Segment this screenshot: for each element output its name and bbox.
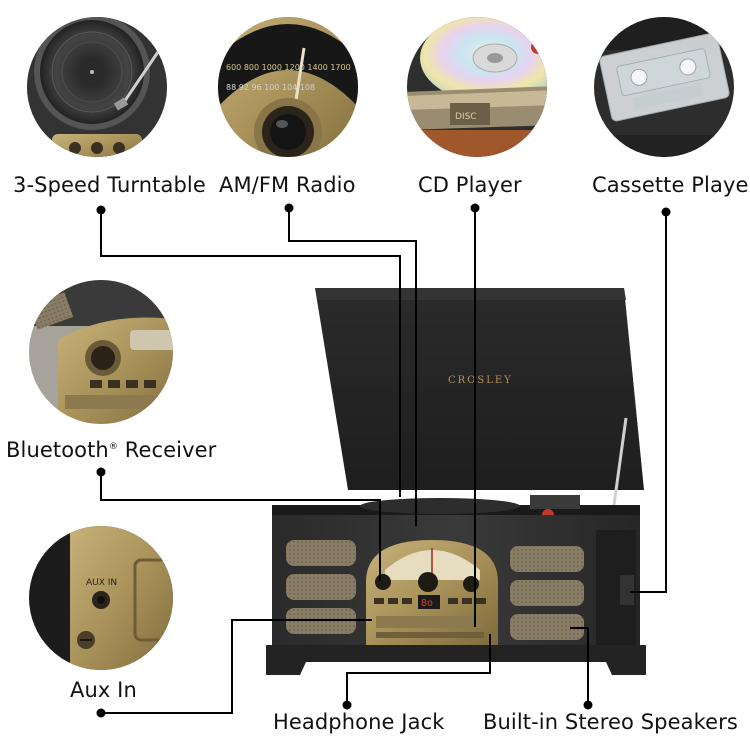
callout-lines xyxy=(100,208,667,714)
led-display: 8o xyxy=(421,598,433,609)
aux-photo: AUX IN xyxy=(29,526,173,670)
brand-logo: CROSLEY xyxy=(448,375,513,386)
radio-am-scale: 600 800 1000 1200 1400 1700 xyxy=(226,63,351,72)
cd-photo: DISC xyxy=(407,17,547,157)
label-cassette-player: Cassette Player xyxy=(592,173,750,197)
label-radio: AM/FM Radio xyxy=(219,173,356,197)
radio-fm-scale: 88 92 96 100 104 108 xyxy=(226,83,315,92)
label-cd-player: CD Player xyxy=(418,173,522,197)
label-bluetooth-name: Bluetooth xyxy=(6,438,109,462)
product-cabinet: CROSLEY 8o xyxy=(266,288,646,675)
cassette-photo xyxy=(594,17,734,157)
label-bluetooth-suffix: Receiver xyxy=(117,438,217,462)
radio-photo: 600 800 1000 1200 1400 1700 88 92 96 100… xyxy=(218,17,358,157)
aux-in-panel-text: AUX IN xyxy=(86,578,117,588)
label-stereo-speakers: Built-in Stereo Speakers xyxy=(483,710,738,734)
label-headphone-jack: Headphone Jack xyxy=(273,710,445,734)
label-turntable: 3-Speed Turntable xyxy=(13,173,206,197)
registered-mark: ® xyxy=(108,442,118,452)
turntable-photo xyxy=(27,17,167,157)
label-aux-in: Aux In xyxy=(70,678,137,702)
label-bluetooth: Bluetooth® Receiver xyxy=(6,438,216,462)
bluetooth-photo xyxy=(29,280,173,424)
callout-dots xyxy=(96,203,671,718)
cd-disc-logo: DISC xyxy=(455,112,477,122)
